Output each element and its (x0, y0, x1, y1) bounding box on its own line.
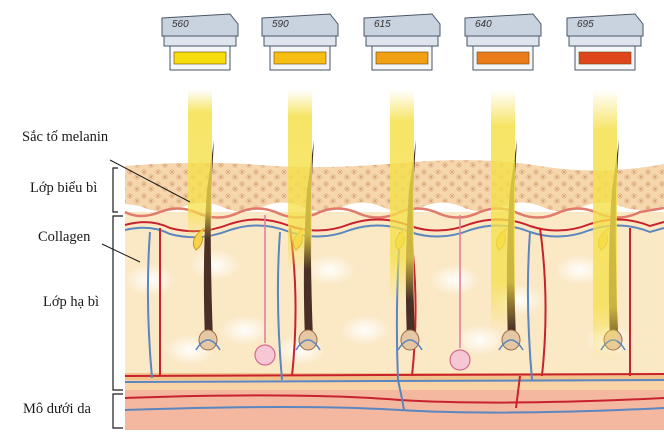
filter-glass (173, 51, 227, 65)
artery (515, 375, 521, 409)
follicle-vessel (397, 339, 423, 351)
layer-labels: Sắc tố melanin Lớp biểu bì Collagen Lớp … (22, 129, 191, 429)
filter-body (261, 13, 339, 37)
vein (124, 379, 664, 383)
vein (146, 231, 153, 379)
collagen-cloud (219, 314, 271, 346)
label-subcutis: Mô dưới da (23, 401, 91, 417)
label-dermis: Lớp hạ bì (43, 294, 99, 310)
filter-body (161, 13, 239, 37)
filter-base (568, 35, 642, 47)
melanin-pointer (109, 159, 191, 203)
label-epidermis: Lớp biểu bì (30, 180, 97, 196)
collagen-cloud (454, 324, 506, 356)
filter-body (566, 13, 644, 37)
collagen-cloud (339, 314, 391, 346)
filter-head: 560 (161, 13, 239, 71)
filter-wavelength: 615 (374, 19, 391, 30)
follicle-vessel (195, 339, 221, 351)
filter-wavelength: 590 (272, 19, 289, 30)
filter-head: 640 (464, 13, 542, 71)
filter-glass (578, 51, 632, 65)
filter-glass (375, 51, 429, 65)
artery (124, 394, 664, 404)
vein (124, 406, 664, 414)
collagen-cloud (429, 264, 481, 296)
collagen-cloud (304, 254, 356, 286)
fat-line (125, 380, 664, 390)
filter-glass (273, 51, 327, 65)
filter-head: 695 (566, 13, 644, 71)
filter-head: 590 (261, 13, 339, 71)
light-beams (188, 90, 617, 360)
artery (124, 373, 664, 377)
epidermis-bracket (112, 167, 118, 213)
filter-base (466, 35, 540, 47)
dermis-bracket (112, 215, 123, 391)
filter-head: 615 (363, 13, 441, 71)
collagen-cloud (124, 264, 176, 296)
filter-wavelength: 560 (172, 19, 189, 30)
follicle-vessel (498, 339, 524, 351)
filter-wavelength: 695 (577, 19, 594, 30)
subcutis-bracket (112, 393, 123, 429)
sweat-gland (449, 349, 471, 371)
dermis-bottom-band (125, 373, 664, 380)
sweat-gland (254, 344, 276, 366)
light-beam (593, 90, 617, 360)
filter-glass (476, 51, 530, 65)
filter-wavelength: 640 (475, 19, 492, 30)
vein (526, 231, 533, 381)
collagen-cloud (189, 249, 241, 281)
light-beam (188, 90, 212, 240)
filter-body (464, 13, 542, 37)
vein (276, 231, 283, 381)
collagen-pointer (101, 243, 141, 263)
label-collagen: Collagen (38, 229, 91, 245)
light-beam (288, 90, 312, 270)
filter-base (163, 35, 237, 47)
filter-base (365, 35, 439, 47)
light-beam (390, 90, 414, 300)
artery (539, 227, 547, 377)
follicle-vessel (295, 339, 321, 351)
filter-body (363, 13, 441, 37)
light-beam (491, 90, 515, 330)
filter-heads: 560 590 615 640 695 (161, 13, 644, 71)
filter-base (263, 35, 337, 47)
label-melanin: Sắc tố melanin (22, 129, 109, 145)
